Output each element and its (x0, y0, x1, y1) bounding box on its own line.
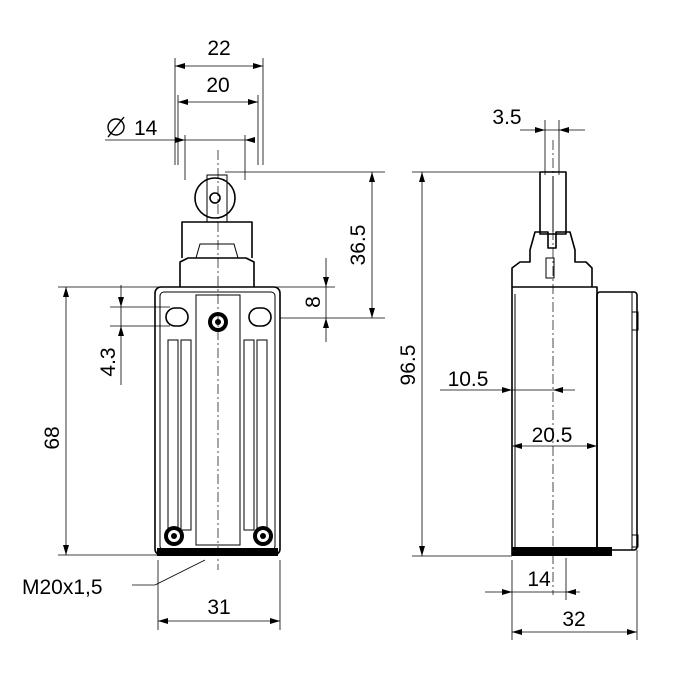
front-dimensions: 22 20 14 36.5 8 (22, 37, 385, 630)
dim-96-5-label: 96.5 (397, 345, 420, 386)
dim-3-5-label: 3.5 (492, 106, 521, 129)
roller-wheel (194, 177, 236, 219)
side-dimensions: 3.5 96.5 10.5 20.5 14 32 (397, 106, 638, 640)
dim-68-label: 68 (41, 426, 64, 449)
front-roller-arm (206, 174, 228, 223)
thread-label: M20x1,5 (22, 576, 103, 599)
side-body-outline (511, 286, 598, 556)
dim-22-label: 22 (207, 37, 230, 60)
side-cover-outline (596, 291, 638, 551)
roller-axle (209, 192, 221, 204)
dim-20-5-label: 20.5 (532, 424, 573, 447)
dim-14-label: 14 (527, 568, 551, 591)
dim-diameter-14-label: 14 (134, 117, 158, 140)
side-cover-tab-bottom (631, 534, 639, 548)
mounting-hole-right (248, 307, 272, 327)
front-actuator-housing (181, 221, 253, 258)
mounting-hole-left (165, 307, 189, 327)
front-slot-left-1 (167, 339, 179, 531)
front-slot-right-1 (243, 339, 255, 531)
front-slot-right-2 (256, 339, 268, 531)
dim-10-5-label: 10.5 (448, 368, 489, 391)
front-body-base (157, 548, 278, 556)
dim-20-label: 20 (206, 74, 229, 97)
side-head-slot (545, 257, 555, 279)
dim-31-label: 31 (207, 596, 230, 619)
screw-bottom-left (164, 526, 184, 546)
side-head-outline (511, 231, 593, 287)
dim-8-label: 8 (302, 296, 325, 308)
dim-32-label: 32 (562, 608, 585, 631)
side-view (511, 140, 639, 595)
side-body-base (512, 547, 612, 556)
front-view (154, 150, 281, 570)
side-cover-tab-top (631, 311, 639, 331)
front-head-base (179, 257, 255, 287)
diameter-symbol (107, 116, 125, 138)
front-slot-left-2 (180, 339, 192, 531)
screw-bottom-right (253, 526, 273, 546)
front-actuator-neck (195, 243, 239, 259)
dim-4-3-label: 4.3 (97, 347, 120, 376)
dim-36-5-label: 36.5 (347, 225, 370, 266)
